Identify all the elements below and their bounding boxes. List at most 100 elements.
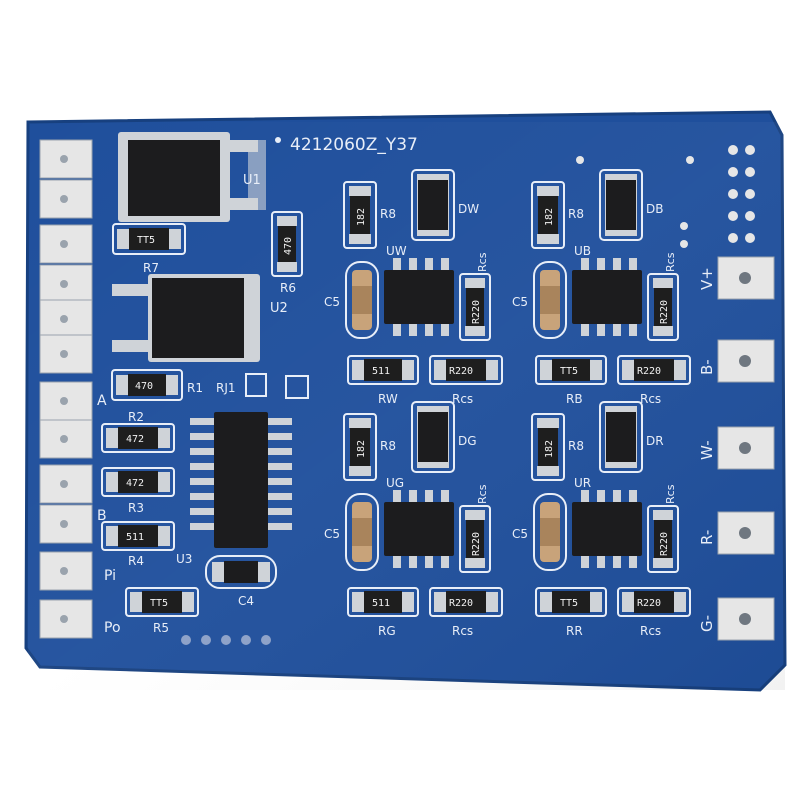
ic-pin bbox=[597, 490, 605, 504]
label-r1: R1 bbox=[187, 381, 203, 395]
label-r-right: Rcs bbox=[640, 624, 661, 638]
terminal-label-g-minus: G- bbox=[698, 615, 716, 632]
diode-outline bbox=[599, 401, 643, 473]
c5-band bbox=[352, 286, 372, 314]
label-c5: C5 bbox=[512, 295, 528, 309]
label-rcs-top: Rcs bbox=[664, 484, 677, 504]
r-right-code: R220 bbox=[637, 366, 661, 377]
rcs-body bbox=[654, 520, 672, 558]
r-left-outline bbox=[347, 587, 419, 617]
rcs-pin-top bbox=[465, 510, 485, 520]
pad-label-pi: Pi bbox=[104, 568, 116, 584]
label-r2: R2 bbox=[128, 410, 144, 424]
rcs-pin-bottom bbox=[653, 326, 673, 336]
c5-band bbox=[540, 518, 560, 546]
r1-code: 470 bbox=[135, 381, 153, 392]
ic-pin bbox=[441, 490, 449, 504]
r8-pin-bottom bbox=[349, 234, 371, 244]
u2-regulator bbox=[112, 274, 260, 362]
r-left-pin bbox=[590, 592, 602, 612]
ic-pin bbox=[441, 554, 449, 568]
diode-outline bbox=[411, 401, 455, 473]
ic-pin bbox=[425, 554, 433, 568]
resistor-r6: 470 bbox=[271, 211, 303, 277]
r-right-pin bbox=[622, 592, 634, 612]
label-r-left: RW bbox=[378, 392, 398, 406]
label-r4: R4 bbox=[128, 554, 144, 568]
rcs-code: R220 bbox=[471, 300, 482, 324]
c5-outline bbox=[345, 493, 379, 571]
left-pad-strip bbox=[39, 139, 93, 639]
diode-body bbox=[606, 412, 636, 462]
ic-pin bbox=[409, 322, 417, 336]
pad-label-a: A bbox=[97, 393, 107, 409]
rcs-outline bbox=[459, 273, 491, 341]
resistor-r2: 472 bbox=[101, 423, 175, 453]
r-right-code: R220 bbox=[449, 366, 473, 377]
diode-outline bbox=[411, 169, 455, 241]
r-left-pin bbox=[352, 592, 364, 612]
via-row-bottom bbox=[181, 635, 271, 645]
r-left-pin bbox=[402, 592, 414, 612]
ic-pin bbox=[409, 490, 417, 504]
r-left-body bbox=[552, 359, 590, 381]
r-left-body bbox=[552, 591, 590, 613]
rcs-code: R220 bbox=[659, 532, 670, 556]
ic-pin bbox=[393, 554, 401, 568]
ic-pin bbox=[441, 322, 449, 336]
r3-code: 472 bbox=[126, 478, 144, 489]
ic-pin bbox=[613, 554, 621, 568]
ic-pin bbox=[425, 322, 433, 336]
r-right-body bbox=[634, 359, 674, 381]
label-diode: DG bbox=[458, 434, 477, 448]
rcs-outline bbox=[647, 505, 679, 573]
label-ic: UW bbox=[386, 244, 407, 258]
label-r8: R8 bbox=[568, 207, 584, 221]
diode-body bbox=[418, 412, 448, 462]
ic-pin bbox=[425, 258, 433, 272]
ic-pin bbox=[581, 322, 589, 336]
ic-pin bbox=[629, 322, 637, 336]
r-right-pin bbox=[434, 360, 446, 380]
r8-pin-top bbox=[537, 186, 559, 196]
r-right-pin bbox=[674, 360, 686, 380]
r-left-code: 511 bbox=[372, 366, 390, 377]
label-c5: C5 bbox=[512, 527, 528, 541]
r-left-pin bbox=[590, 360, 602, 380]
pad-label-po: Po bbox=[104, 620, 121, 636]
rcs-pin-top bbox=[653, 510, 673, 520]
label-r6: R6 bbox=[280, 281, 296, 295]
label-diode: DR bbox=[646, 434, 664, 448]
r-left-outline bbox=[535, 355, 607, 385]
r-right-code: R220 bbox=[449, 598, 473, 609]
r8-outline bbox=[343, 413, 377, 481]
r8-code: 182 bbox=[544, 440, 555, 458]
terminal-label-v-plus: V+ bbox=[698, 267, 716, 290]
resistor-r3: 472 bbox=[101, 467, 175, 497]
r8-pin-top bbox=[349, 418, 371, 428]
ic-pin bbox=[393, 258, 401, 272]
r-left-outline bbox=[347, 355, 419, 385]
rcs-pin-top bbox=[653, 278, 673, 288]
label-u1: U1 bbox=[243, 173, 261, 188]
ic-pin bbox=[441, 258, 449, 272]
rcs-code: R220 bbox=[471, 532, 482, 556]
label-r8: R8 bbox=[380, 439, 396, 453]
r8-body bbox=[538, 428, 558, 466]
label-c5: C5 bbox=[324, 527, 340, 541]
r-right-outline bbox=[429, 587, 503, 617]
r8-outline bbox=[531, 413, 565, 481]
r-right-pin bbox=[486, 360, 498, 380]
label-r-left: RB bbox=[566, 392, 583, 406]
label-c4: C4 bbox=[238, 594, 254, 608]
ic-pin bbox=[581, 554, 589, 568]
driver-ic bbox=[572, 270, 642, 324]
rcs-outline bbox=[647, 273, 679, 341]
r-left-pin bbox=[540, 360, 552, 380]
r8-pin-bottom bbox=[537, 234, 559, 244]
label-rcs-top: Rcs bbox=[476, 484, 489, 504]
rcs-pin-bottom bbox=[465, 558, 485, 568]
